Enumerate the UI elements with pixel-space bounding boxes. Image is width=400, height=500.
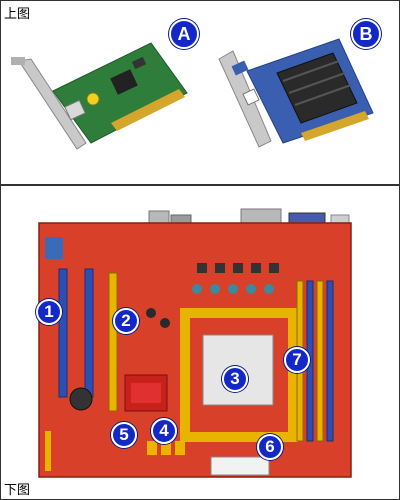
caption-bottom: 下图 <box>4 479 30 498</box>
label-1: 1 <box>36 299 62 325</box>
label-6: 6 <box>257 434 283 460</box>
label-4: 4 <box>151 418 177 444</box>
motherboard <box>39 209 351 477</box>
label-5: 5 <box>111 422 137 448</box>
label-2: 2 <box>113 308 139 334</box>
label-7: 7 <box>284 347 310 373</box>
label-3: 3 <box>222 366 248 392</box>
